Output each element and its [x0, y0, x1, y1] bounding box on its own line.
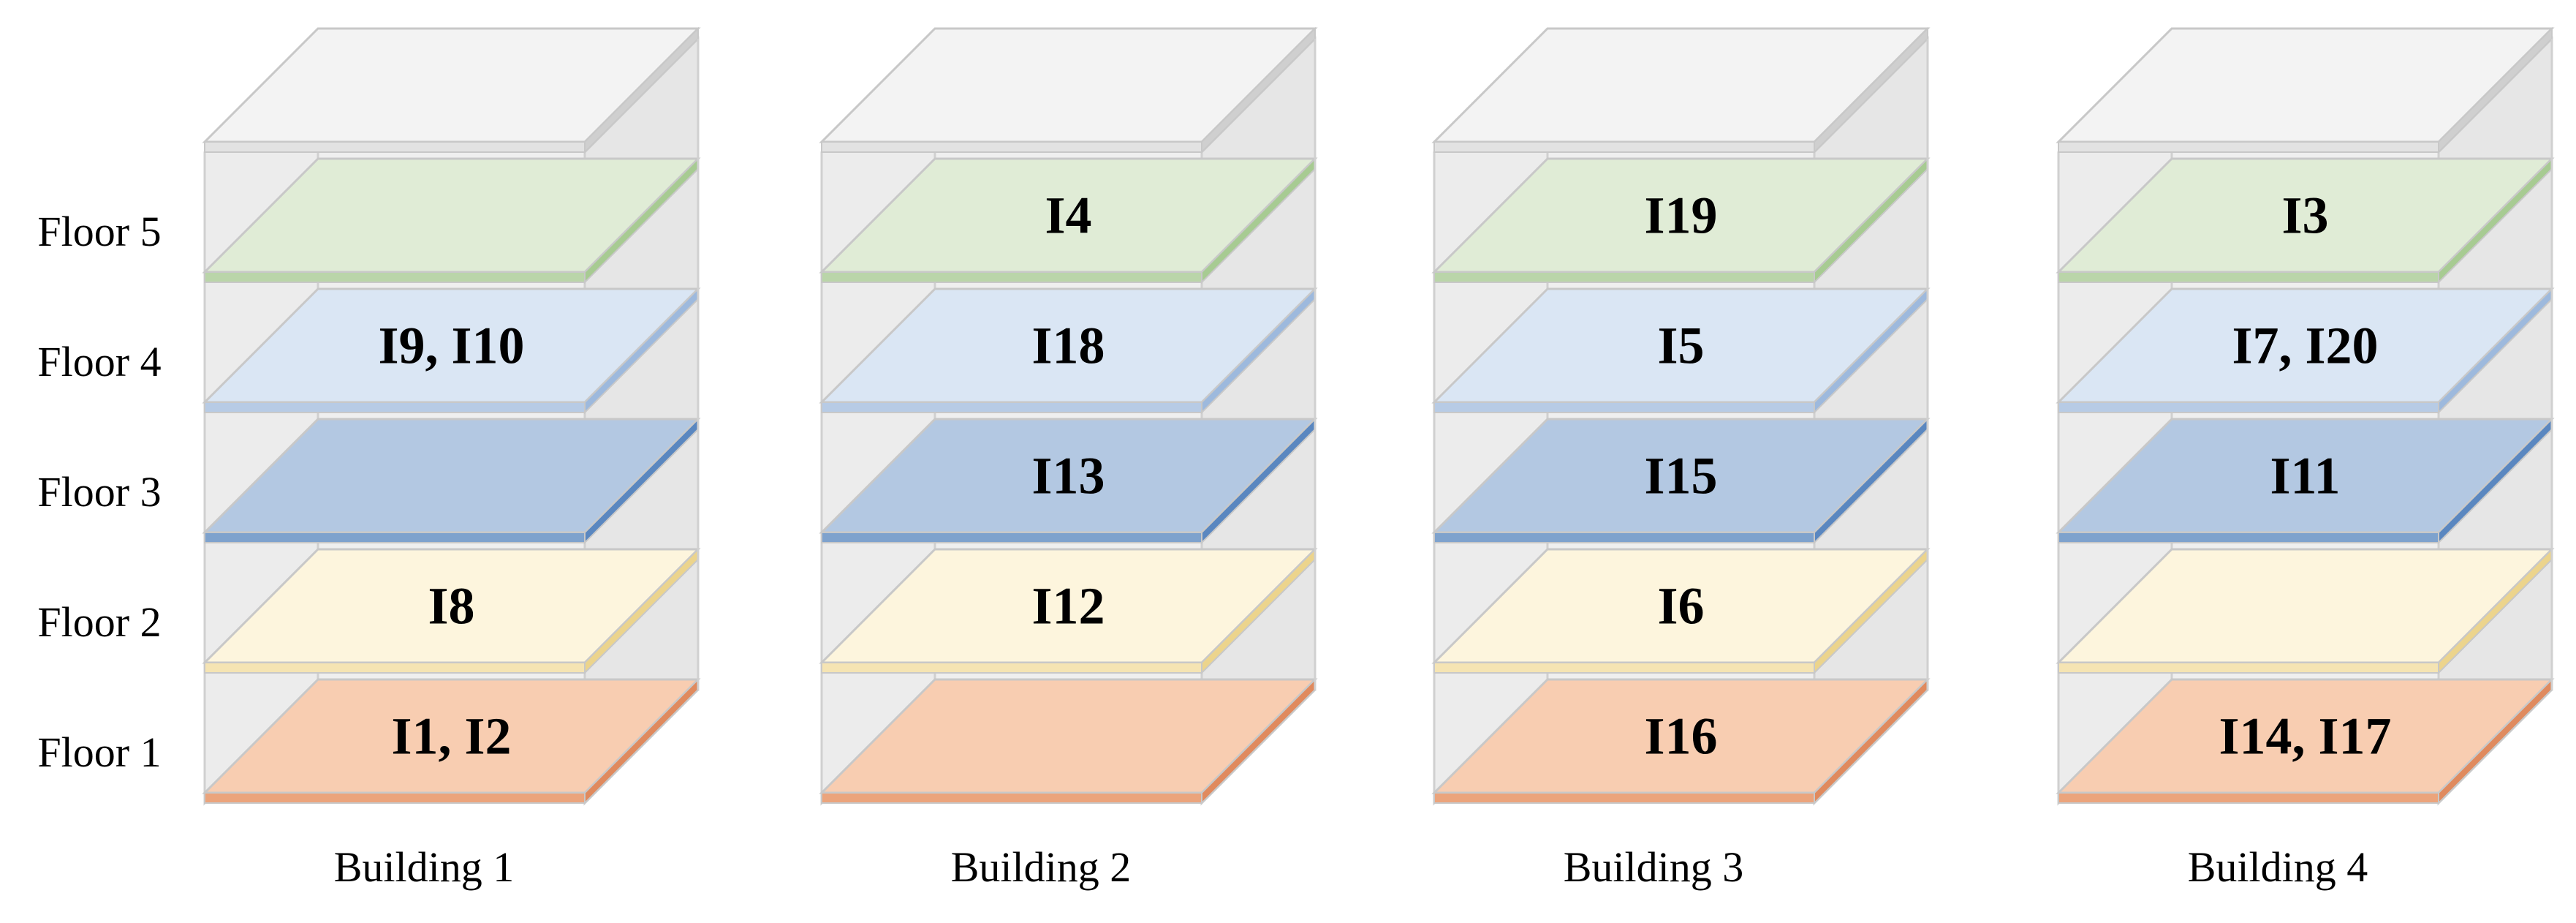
floor-items-label: I5 [1657, 317, 1704, 375]
floor-label-3: Floor 3 [37, 468, 161, 516]
slab-front [2058, 662, 2439, 674]
floor-slab-3 [202, 417, 701, 545]
floor-items-label: I19 [1644, 187, 1717, 245]
floor-items-label: I14, I17 [2219, 707, 2391, 766]
floor-label-5: Floor 5 [37, 208, 161, 255]
slab-front [2058, 792, 2439, 804]
floor-items-label: I16 [1644, 707, 1717, 766]
floor-slab-4: I5 [1431, 287, 1931, 415]
roof-slab [2056, 26, 2555, 154]
floor-slab-4: I9, I10 [202, 287, 701, 415]
building-label: Building 3 [1564, 843, 1744, 891]
floor-items-label: I7, I20 [2232, 317, 2378, 375]
slab-front [821, 792, 1202, 804]
floor-slab-2: I8 [202, 547, 701, 675]
slab-front [1433, 141, 1815, 153]
left-wall [820, 36, 936, 806]
left-wall [203, 36, 319, 806]
floor-slab-3: I11 [2056, 417, 2555, 545]
floor-slab-2: I6 [1431, 547, 1931, 675]
floor-items-label: I6 [1657, 577, 1704, 636]
building-label: Building 2 [951, 843, 1132, 891]
building-label: Building 1 [334, 843, 515, 891]
slab-front [204, 141, 586, 153]
floor-items-label: I4 [1045, 187, 1091, 245]
floor-slab-2 [2056, 547, 2555, 675]
floor-items-label: I3 [2281, 187, 2328, 245]
floor-items-label: I13 [1031, 447, 1105, 505]
slab-front [1433, 532, 1815, 543]
left-wall [1433, 36, 1549, 806]
floor-items-label: I15 [1644, 447, 1717, 505]
floor-slab-1 [819, 677, 1318, 805]
slab-front [1433, 792, 1815, 804]
slab-front [1433, 402, 1815, 413]
roof-slab [1431, 26, 1931, 154]
floor-label-1: Floor 1 [37, 728, 161, 776]
floor-slab-1: I1, I2 [202, 677, 701, 805]
slab-front [2058, 402, 2439, 413]
slab-front [821, 271, 1202, 283]
floor-slab-5: I4 [819, 157, 1318, 285]
floor-slab-2: I12 [819, 547, 1318, 675]
floor-items-label: I11 [2270, 447, 2340, 505]
floor-slab-5 [202, 157, 701, 285]
floor-items-label: I1, I2 [391, 707, 511, 766]
slab-front [821, 532, 1202, 543]
floor-label-2: Floor 2 [37, 598, 161, 646]
slab-front [1433, 662, 1815, 674]
floor-slab-4: I18 [819, 287, 1318, 415]
floor-items-label: I18 [1031, 317, 1105, 375]
slab-front [2058, 271, 2439, 283]
floor-items-label: I8 [428, 577, 474, 636]
floor-slab-3: I15 [1431, 417, 1931, 545]
floor-items-label: I12 [1031, 577, 1105, 636]
floor-slab-1: I14, I17 [2056, 677, 2555, 805]
roof-slab [202, 26, 701, 154]
slab-front [2058, 141, 2439, 153]
slab-front [2058, 532, 2439, 543]
floor-slab-4: I7, I20 [2056, 287, 2555, 415]
slab-front [204, 271, 586, 283]
building-label: Building 4 [2188, 843, 2368, 891]
floor-slab-5: I19 [1431, 157, 1931, 285]
floor-items-label: I9, I10 [378, 317, 524, 375]
slab-front [204, 532, 586, 543]
slab-front [204, 792, 586, 804]
roof-slab [819, 26, 1318, 154]
slab-front [1433, 271, 1815, 283]
slab-front [204, 402, 586, 413]
slab-front [821, 402, 1202, 413]
slab-front [821, 141, 1202, 153]
floor-slab-5: I3 [2056, 157, 2555, 285]
slab-front [204, 662, 586, 674]
floor-label-4: Floor 4 [37, 338, 161, 385]
floor-labels: Floor 1 Floor 2 Floor 3 Floor 4 Floor 5 [37, 208, 161, 776]
left-wall [2057, 36, 2173, 806]
slab-front [821, 662, 1202, 674]
